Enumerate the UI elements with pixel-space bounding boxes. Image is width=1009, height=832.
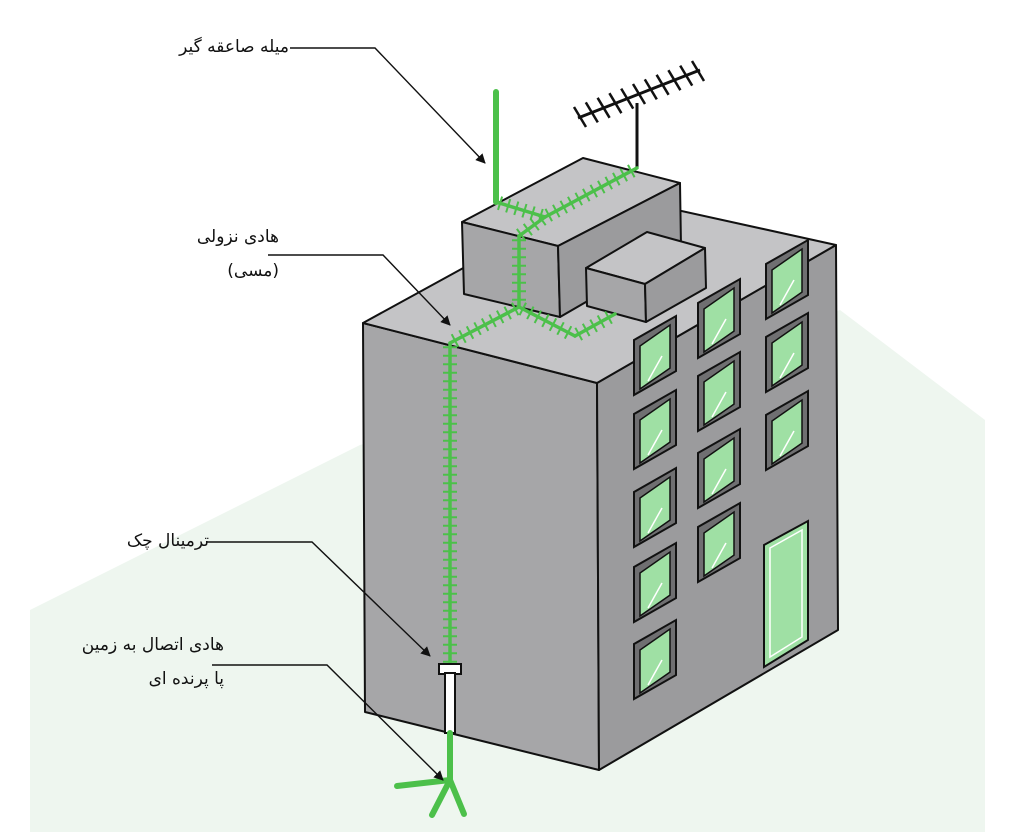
conductor-tick [563, 325, 573, 340]
window-grid [633, 238, 809, 701]
window-glare [647, 582, 663, 609]
window-glare [647, 429, 663, 456]
antenna-element [690, 60, 706, 82]
antenna-element [620, 87, 635, 110]
window-glare [711, 391, 727, 418]
conductor-tick [589, 319, 598, 333]
conductor-tick [574, 327, 583, 341]
conductor-tick [529, 206, 536, 221]
conductor-tick [516, 228, 526, 241]
down-conductor [443, 89, 639, 666]
conductor-tick [533, 310, 542, 324]
antenna-element [655, 74, 670, 96]
conductor-tick [536, 213, 547, 226]
window-glare [779, 352, 795, 379]
conductor-tick [619, 168, 628, 182]
antenna-element [608, 92, 623, 114]
conductor-tick [552, 204, 561, 218]
window-glass [703, 510, 735, 578]
conductor-tick [596, 315, 606, 329]
earth-electrode [394, 730, 467, 818]
window-glass [639, 550, 671, 618]
label-test-terminal: ترمینال چک [126, 531, 209, 551]
conductor-tick [522, 223, 533, 236]
conductor-tick [589, 184, 598, 198]
conductor-tick [450, 333, 460, 348]
leader-lightning-rod [290, 47, 486, 164]
window-glass [771, 247, 803, 315]
conductor-tick [513, 201, 520, 216]
label-earth-conductor: هادی اتصال به زمین پا پرنده ای [81, 635, 224, 689]
conductor-tick [505, 198, 512, 213]
conductor-tick [597, 180, 606, 194]
conductor-tick [559, 200, 568, 214]
window-glare [647, 659, 663, 686]
window-glass [771, 320, 803, 388]
window-glare [711, 542, 727, 569]
window-glass [639, 475, 671, 543]
conductor-tick [526, 306, 535, 320]
window-glass [703, 359, 735, 427]
antenna-elements [572, 60, 706, 128]
conductor-tick [473, 321, 482, 336]
conductor-tick [612, 172, 621, 186]
antenna-element [667, 69, 682, 91]
conductor-tick [627, 164, 636, 178]
conductor-tick [582, 188, 591, 202]
window-glare [711, 468, 727, 495]
conductor-tick [604, 310, 613, 325]
leader-lines [207, 47, 486, 781]
conductor-tick [544, 208, 553, 222]
antenna-element [572, 106, 588, 128]
conductor-tick [488, 314, 497, 328]
antenna-element [679, 64, 694, 87]
conductor-tick [465, 325, 475, 340]
conductor-tick [521, 203, 528, 218]
conductor-tick [496, 310, 505, 324]
conductor-tick [529, 218, 540, 231]
antenna-element [596, 97, 611, 119]
conductor-tick [503, 306, 512, 320]
conductor-tick [497, 196, 504, 211]
window-glass [703, 286, 735, 354]
antenna-element [631, 83, 647, 105]
conductor-tick [480, 318, 490, 332]
conductor-tick [458, 329, 467, 344]
window-glare [711, 318, 727, 345]
rooftop-box-right [644, 247, 707, 323]
conductor-tick [556, 321, 565, 336]
conductor-tick [581, 323, 591, 337]
conductor-segment [543, 166, 639, 219]
conductor-segment [517, 305, 577, 338]
conductor-segment [517, 215, 547, 238]
leader-down-conductor [268, 254, 451, 326]
conductor-tick [541, 314, 550, 328]
window-glass [639, 397, 671, 465]
building-left-face [362, 322, 600, 771]
door [763, 519, 809, 669]
antenna-element [584, 101, 599, 124]
label-down-conductor: هادی نزولی (مسی) [196, 227, 279, 281]
conductor-tick [518, 302, 527, 316]
window-glass [639, 627, 671, 695]
window-glass [703, 436, 735, 504]
leader-test-terminal [207, 541, 431, 657]
conductor-tick [604, 176, 613, 190]
window-glare [647, 507, 663, 534]
leader-earth-conductor [212, 664, 444, 781]
window-glass [771, 398, 803, 466]
conductor-tick [567, 196, 576, 210]
label-lightning-rod: میله صاعقه گیر [179, 37, 289, 57]
conductor-tick [511, 302, 520, 316]
conductor-tick [574, 192, 583, 206]
antenna-element [643, 78, 658, 101]
window-glare [647, 355, 663, 382]
window-glare [779, 430, 795, 457]
window-glare [779, 279, 795, 306]
conductor-tick [548, 317, 558, 332]
window-glass [639, 323, 671, 391]
